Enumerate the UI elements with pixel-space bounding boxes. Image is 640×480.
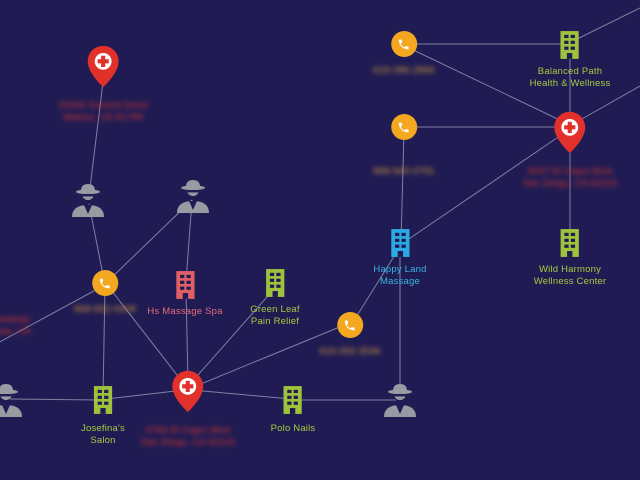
node-label: 858-560-0791 bbox=[373, 166, 435, 177]
node-business-green-leaf[interactable]: Green Leaf Pain Relief bbox=[250, 268, 300, 328]
node-phone-lower[interactable]: 619-292-3546 bbox=[319, 312, 381, 358]
node-business-wild-harmony[interactable]: Wild Harmony Wellness Center bbox=[534, 228, 607, 288]
graph-edge bbox=[406, 46, 567, 124]
graph-edge bbox=[105, 389, 185, 400]
building-icon bbox=[172, 270, 198, 300]
graph-edge bbox=[572, 7, 640, 42]
node-label: Polo Nails bbox=[270, 423, 316, 434]
node-spy-2[interactable] bbox=[173, 179, 213, 213]
node-label: 619-292-3546 bbox=[319, 346, 381, 357]
graph-edge bbox=[190, 323, 348, 389]
graph-edge bbox=[185, 289, 189, 383]
building-icon bbox=[557, 30, 583, 60]
node-business-happy-land[interactable]: Happy Land Massage bbox=[373, 228, 426, 288]
phone-icon bbox=[92, 270, 118, 296]
graph-edge bbox=[9, 398, 101, 401]
node-business-josefinas-salon[interactable]: Josefina's Salon bbox=[81, 385, 125, 447]
node-address-san-diego-1[interactable]: 5697 El Cajon Blvd San Diego, CA 92115 bbox=[523, 111, 617, 190]
spy-icon bbox=[173, 179, 213, 213]
graph-edge bbox=[185, 199, 193, 283]
node-label: Green Leaf Pain Relief bbox=[250, 304, 300, 327]
graph-edge bbox=[107, 285, 185, 385]
building-icon bbox=[387, 228, 413, 258]
phone-icon bbox=[337, 312, 363, 338]
graph-edge bbox=[107, 199, 193, 282]
node-label: Happy Land Massage bbox=[373, 264, 427, 287]
location-pin-icon bbox=[86, 45, 120, 88]
building-icon bbox=[280, 385, 306, 415]
spy-icon bbox=[380, 383, 420, 417]
graph-edge bbox=[352, 249, 399, 323]
node-business-balanced-path[interactable]: Balanced Path Health & Wellness bbox=[530, 30, 611, 90]
node-spy-1[interactable] bbox=[68, 183, 108, 217]
graph-edge bbox=[572, 85, 640, 125]
spy-icon bbox=[68, 183, 108, 217]
graph-edge bbox=[0, 285, 104, 343]
node-address-walnut[interactable]: 20400 Summit Drive Walnut, CA 91789 bbox=[58, 45, 148, 124]
node-phone-top[interactable]: 619-286-2866 bbox=[373, 31, 435, 77]
node-label: Balanced Path Health & Wellness bbox=[529, 66, 611, 89]
graph-edge bbox=[400, 130, 405, 243]
graph-edge bbox=[402, 130, 568, 244]
graph-edge bbox=[189, 288, 275, 385]
building-icon bbox=[557, 228, 583, 258]
phone-icon bbox=[391, 31, 417, 57]
location-pin-icon bbox=[553, 111, 587, 154]
node-label: 20400 Summit Drive Walnut, CA 91789 bbox=[58, 100, 148, 123]
node-phone-left[interactable]: 858-952-0908 bbox=[74, 270, 136, 316]
node-label: Josefina's Salon bbox=[81, 423, 125, 446]
node-label: Hs Massage Spa bbox=[147, 306, 223, 317]
node-business-hs-massage-spa[interactable]: Hs Massage Spa bbox=[147, 270, 222, 318]
building-icon bbox=[90, 385, 116, 415]
graph-edge bbox=[102, 285, 106, 397]
phone-icon bbox=[391, 114, 417, 140]
node-spy-3[interactable] bbox=[380, 383, 420, 417]
building-icon bbox=[262, 268, 288, 298]
node-label: 1035 Broadway Chula Vista, CA bbox=[0, 314, 31, 337]
graph-edge bbox=[88, 81, 104, 197]
node-address-partial-left[interactable]: 1035 Broadway Chula Vista, CA bbox=[0, 314, 31, 338]
node-spy-4[interactable] bbox=[0, 383, 26, 417]
node-phone-mid[interactable]: 858-560-0791 bbox=[373, 114, 435, 178]
node-label: 619-286-2866 bbox=[373, 65, 435, 76]
node-label: 5697 El Cajon Blvd San Diego, CA 92115 bbox=[522, 166, 618, 189]
spy-icon bbox=[0, 383, 26, 417]
node-label: Wild Harmony Wellness Center bbox=[533, 264, 607, 287]
node-label: 4784 El Cajon Blvd San Diego, CA 92115 bbox=[140, 425, 236, 448]
node-address-san-diego-2[interactable]: 4784 El Cajon Blvd San Diego, CA 92115 bbox=[141, 370, 235, 449]
graph-edge bbox=[191, 389, 292, 400]
node-business-polo-nails[interactable]: Polo Nails bbox=[271, 385, 316, 435]
location-pin-icon bbox=[171, 370, 205, 413]
node-label: 858-952-0908 bbox=[74, 304, 136, 315]
